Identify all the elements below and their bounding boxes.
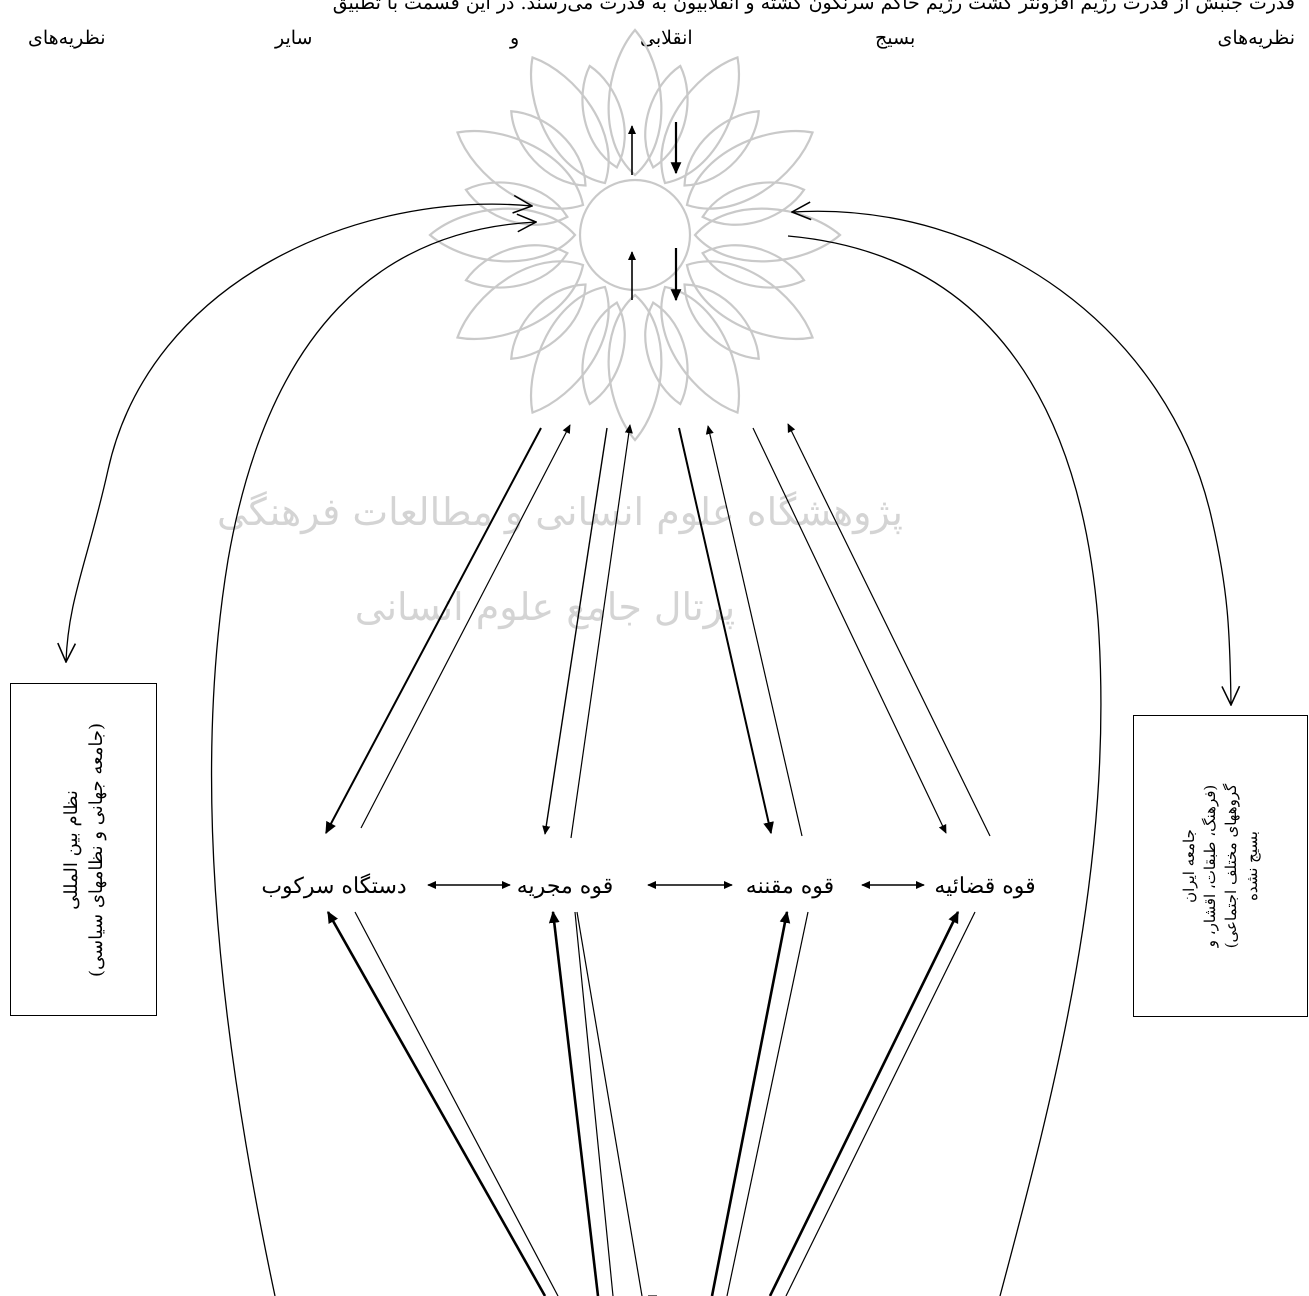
intro-word: و: [510, 27, 520, 49]
curve-to-iran: [792, 211, 1231, 705]
emblem-inner-petal: [701, 181, 806, 226]
emblem-inner-petal: [683, 283, 760, 360]
lower-links: [326, 910, 976, 1296]
link-line: [726, 911, 809, 1296]
iran-society-box: جامعه ایران (فرهنگ، طبقات، اقشار، و گروه…: [1133, 715, 1308, 1017]
emblem-petal: [685, 130, 815, 210]
intro-word: انقلابی: [640, 27, 693, 49]
link-arrow: [678, 427, 774, 835]
watermark-text-line-2: پرتال جامع علوم انسانی: [355, 585, 735, 630]
emblem-center-ring: [578, 178, 692, 292]
emblem-inner-petal: [683, 110, 760, 187]
link-arrow: [326, 910, 547, 1296]
emblem-inner-petal: [581, 301, 626, 406]
emblem-petal: [530, 55, 610, 185]
watermark-text-line-1: پژوهشگاه علوم انسانی و مطالعات فرهنگی: [217, 490, 903, 535]
iran-subtitle-2: گروههای مختلف اجتماعی): [1221, 783, 1240, 949]
link-arrow: [705, 425, 803, 837]
link-arrow: [548, 910, 600, 1296]
node-row: قوه قضائیه قوه مقننه قوه مجریه دستگاه سر…: [261, 873, 1035, 899]
international-system-text: نظام بین المللی (جامعه جهانی و نظامهای س…: [58, 723, 108, 977]
curve-right-outer: [787, 235, 1102, 1296]
emblem-petal: [455, 130, 585, 210]
link-arrow: [542, 427, 608, 835]
node-legislative: قوه مقننه: [746, 874, 834, 899]
emblem-inner-petal: [581, 64, 626, 169]
link-arrow: [787, 423, 991, 837]
node-repression: دستگاه سرکوب: [261, 873, 406, 899]
iran-title: جامعه ایران: [1179, 829, 1198, 903]
emblem-inner-petal: [510, 110, 587, 187]
emblem-petal: [607, 28, 663, 177]
node-executive: قوه مجریه: [517, 874, 613, 899]
link-line: [785, 911, 976, 1296]
international-title: نظام بین المللی: [60, 789, 82, 910]
emblem-petal: [607, 293, 663, 442]
emblem-petal: [660, 55, 740, 185]
international-system-box: نظام بین المللی (جامعه جهانی و نظامهای س…: [10, 683, 157, 1016]
link-arrow: [325, 427, 542, 835]
emblem-inner-petal: [644, 64, 689, 169]
intro-word: نظریه‌های: [1217, 27, 1295, 49]
link-line: [576, 911, 643, 1296]
link-line: [574, 911, 614, 1296]
emblem-inner-petal: [644, 301, 689, 406]
intro-word: بسیج: [875, 27, 916, 49]
node-judiciary: قوه قضائیه: [934, 874, 1035, 899]
intro-text-line-1: قدرت جنبش از قدرت رژیم افزونتر گشت رژیم …: [332, 0, 1295, 14]
emblem-petal: [660, 285, 740, 415]
iran-subtitle-3: بسیج نشده: [1242, 831, 1261, 901]
curve-to-international: [66, 204, 532, 662]
international-subtitle: (جامعه جهانی و نظامهای سیاسی): [85, 722, 107, 977]
iran-subtitle-1: (فرهنگ، طبقات، اقشار، و: [1200, 784, 1219, 948]
curve-left-outer: [210, 222, 536, 1296]
watermark-emblem: [428, 28, 842, 442]
link-arrow: [768, 910, 960, 1296]
intro-word: سایر: [275, 27, 313, 49]
watermark-text: پژوهشگاه علوم انسانی و مطالعات فرهنگی پر…: [217, 490, 903, 630]
link-arrow: [360, 424, 571, 829]
intro-word: نظریه‌های: [28, 27, 106, 49]
upper-links: [325, 423, 991, 839]
emblem-petal: [428, 207, 577, 263]
center-vertical-arrows: [627, 122, 682, 302]
outer-curves: [66, 204, 1231, 1296]
link-line: [354, 911, 559, 1296]
link-arrow: [710, 910, 791, 1296]
emblem-petal: [693, 207, 842, 263]
link-arrow: [570, 424, 633, 839]
emblem-inner-petal: [701, 244, 806, 289]
link-arrow: [752, 427, 947, 834]
emblem-inner-petal: [464, 181, 569, 226]
emblem-inner-petal: [464, 244, 569, 289]
iran-society-text: جامعه ایران (فرهنگ، طبقات، اقشار، و گروه…: [1179, 784, 1263, 949]
